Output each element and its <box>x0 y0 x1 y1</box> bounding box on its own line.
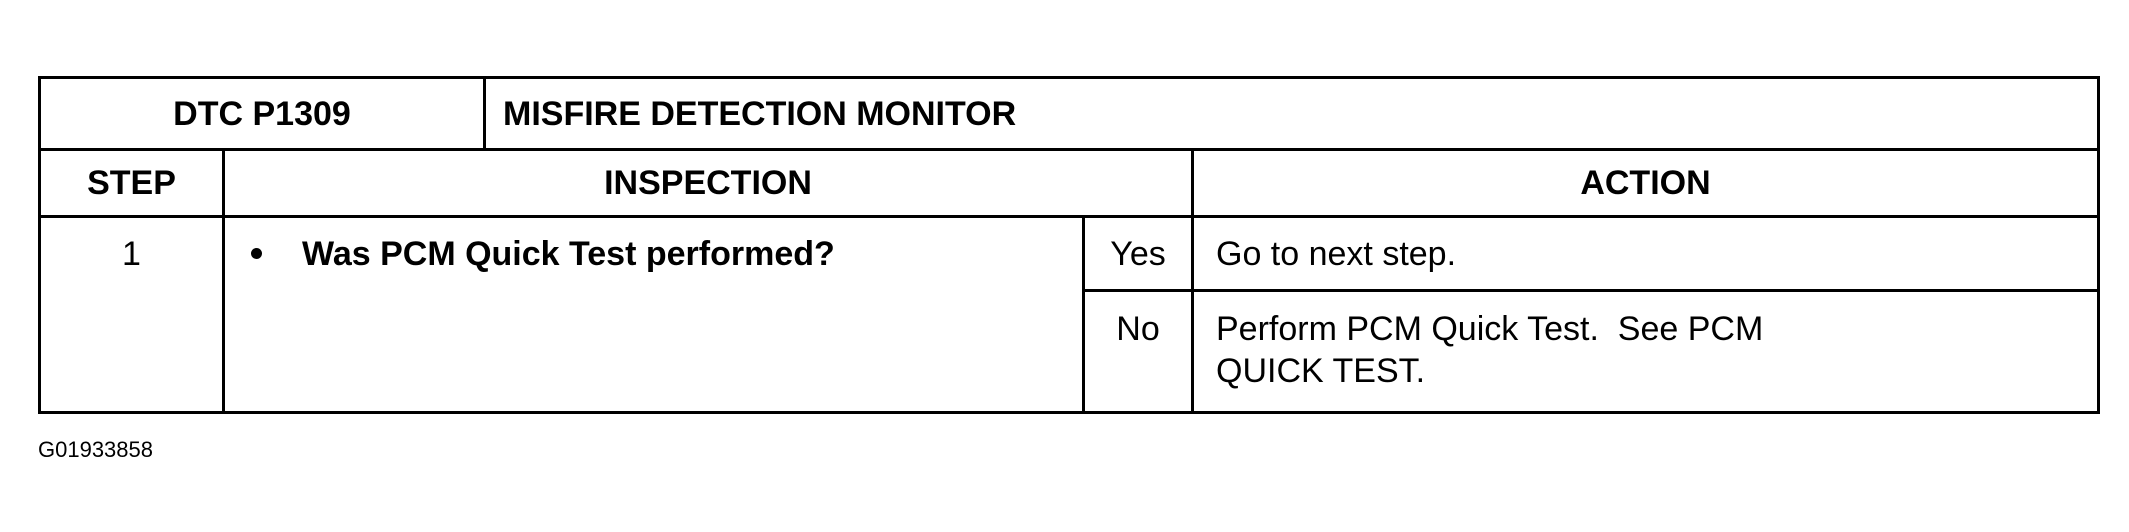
figure-id: G01933858 <box>38 437 153 462</box>
divider-yes-no <box>1082 289 2097 292</box>
column-header-inspection: INSPECTION <box>604 164 812 202</box>
inspection-question-text: Was PCM Quick Test performed? <box>302 234 835 273</box>
answer-no: No <box>1116 310 1160 348</box>
dtc-title: MISFIRE DETECTION MONITOR <box>503 94 1017 133</box>
step-number: 1 <box>122 234 141 273</box>
action-no-line-1: Perform PCM Quick Test. See PCM <box>1216 310 1764 348</box>
divider-header-bottom <box>41 148 2097 151</box>
divider-step-column <box>222 148 225 411</box>
dtc-code: DTC P1309 <box>173 94 351 133</box>
dtc-table: DTC P1309 MISFIRE DETECTION MONITOR STEP… <box>38 76 2100 414</box>
divider-answer-column <box>1082 215 1085 411</box>
action-yes: Go to next step. <box>1216 234 1457 273</box>
divider-dtc-code <box>483 79 486 148</box>
divider-columns-bottom <box>41 215 2097 218</box>
inspection-question: Was PCM Quick Test performed? <box>225 218 1082 289</box>
divider-action-column <box>1191 148 1194 411</box>
action-no: Perform PCM Quick Test. See PCM QUICK TE… <box>1194 292 2094 411</box>
bullet-icon <box>251 248 262 259</box>
action-no-line-2: QUICK TEST. <box>1216 352 1426 390</box>
column-header-action: ACTION <box>1580 164 1711 202</box>
answer-yes: Yes <box>1110 234 1166 273</box>
column-header-step: STEP <box>87 164 176 202</box>
